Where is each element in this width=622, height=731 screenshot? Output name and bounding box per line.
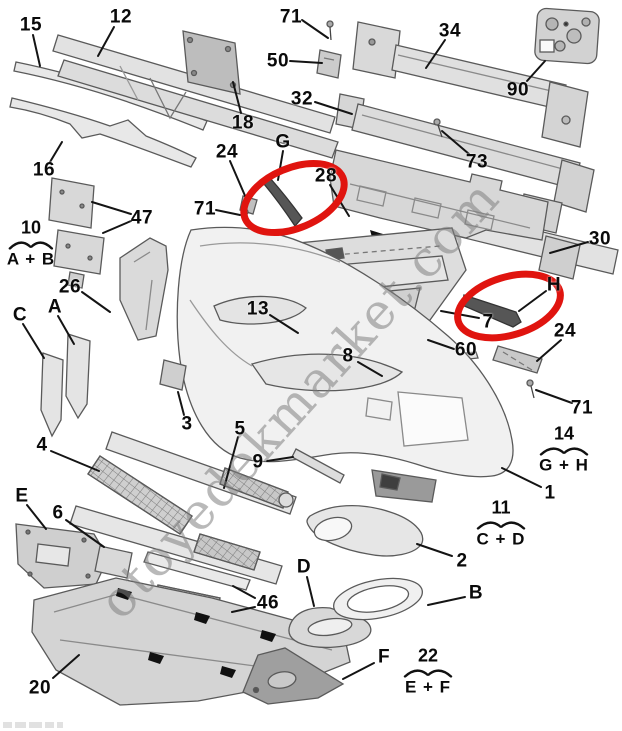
group-number: 11	[491, 497, 511, 518]
screw-71-top	[326, 20, 334, 41]
part-label-E: E	[15, 485, 29, 507]
overbrace-icon	[403, 669, 453, 678]
part-34-crossmember	[352, 21, 589, 148]
part-label-D: D	[296, 556, 312, 578]
part-label-3: 3	[181, 413, 193, 435]
overbrace-icon	[8, 241, 54, 250]
group-letters: C + D	[476, 529, 526, 549]
part-label-7: 7	[482, 311, 494, 333]
part-label-71-right: 71	[570, 397, 594, 419]
part-5-trim-band	[105, 431, 297, 515]
part-D-bezel	[288, 606, 372, 648]
part-label-71-left: 71	[193, 198, 217, 220]
group-label-11-c-d: 11 C + D	[476, 499, 526, 548]
part-label-16: 16	[32, 159, 56, 181]
faint-code	[3, 722, 63, 728]
part-5-lower-band	[69, 505, 283, 585]
part-label-47: 47	[130, 207, 154, 229]
part-9-strip	[291, 448, 345, 484]
overbrace-icon	[539, 447, 589, 456]
part-32-beam	[335, 93, 595, 213]
group-letters: G + H	[539, 455, 589, 475]
part-label-15: 15	[19, 14, 43, 36]
parts-artwork	[9, 7, 619, 706]
group-label-10-a-b: 10 A + B	[7, 219, 55, 268]
part-label-H: H	[546, 274, 562, 296]
part-label-9: 9	[252, 451, 264, 473]
part-26-corner-bracket	[119, 237, 169, 341]
part-50-bracket	[316, 49, 342, 79]
part-label-1: 1	[544, 482, 556, 504]
part-label-24-right: 24	[553, 320, 577, 342]
group-number: 22	[417, 645, 439, 666]
part-label-24-left: 24	[215, 141, 239, 163]
part-label-34: 34	[438, 20, 462, 42]
part-label-18: 18	[231, 112, 255, 134]
part-A-strip	[65, 333, 91, 420]
leader-lines	[22, 19, 589, 680]
highlight-ellipse-H	[454, 270, 564, 342]
part-label-F: F	[377, 646, 391, 668]
group-number: 10	[20, 217, 42, 238]
part-label-60: 60	[454, 339, 478, 361]
screw-73	[433, 118, 443, 138]
part-label-90: 90	[506, 79, 530, 101]
part-label-12: 12	[109, 6, 133, 28]
highlight-ellipses	[240, 159, 564, 342]
part-label-B: B	[468, 582, 484, 604]
part-label-6: 6	[52, 502, 64, 524]
part-label-30: 30	[588, 228, 612, 250]
part-90-box	[534, 7, 600, 65]
part-1-bumper-shell	[176, 226, 514, 503]
part-label-32: 32	[290, 88, 314, 110]
part-label-8: 8	[342, 345, 354, 367]
part-F-bracket	[242, 647, 345, 705]
part-B-bezel	[333, 577, 423, 621]
part-46-trim	[143, 551, 251, 591]
part-C-strip	[40, 352, 64, 438]
part-label-26: 26	[58, 276, 82, 298]
part-E-bracket	[15, 523, 109, 589]
part-label-G: G	[275, 131, 291, 153]
highlight-ellipse-G	[240, 159, 348, 237]
part-label-2: 2	[456, 550, 468, 572]
part-label-5: 5	[234, 418, 246, 440]
part-G-strip	[263, 177, 303, 228]
clip-24-right	[492, 345, 543, 374]
group-letters: E + F	[404, 677, 452, 697]
part-47-brackets	[48, 177, 105, 289]
screw-71-right	[526, 379, 535, 399]
part-16-strip	[9, 97, 197, 168]
part-label-28: 28	[314, 165, 338, 187]
part-label-71-top: 71	[279, 6, 303, 28]
part-label-50: 50	[266, 50, 290, 72]
part-label-13: 13	[246, 298, 270, 320]
part-label-20: 20	[28, 677, 52, 699]
part-label-C: C	[12, 304, 28, 326]
part-label-4: 4	[36, 434, 48, 456]
group-label-22-e-f: 22 E + F	[403, 647, 453, 696]
part-label-46: 46	[256, 592, 280, 614]
group-label-14-g-h: 14 G + H	[539, 425, 589, 474]
group-number: 14	[553, 423, 575, 444]
part-6-plate	[94, 545, 133, 579]
group-letters: A + B	[6, 249, 56, 269]
overbrace-icon	[476, 521, 526, 530]
part-2-lower-skirt	[306, 504, 424, 557]
part-label-A: A	[47, 296, 63, 318]
part-3-flap	[159, 359, 187, 391]
part-label-73: 73	[465, 151, 489, 173]
